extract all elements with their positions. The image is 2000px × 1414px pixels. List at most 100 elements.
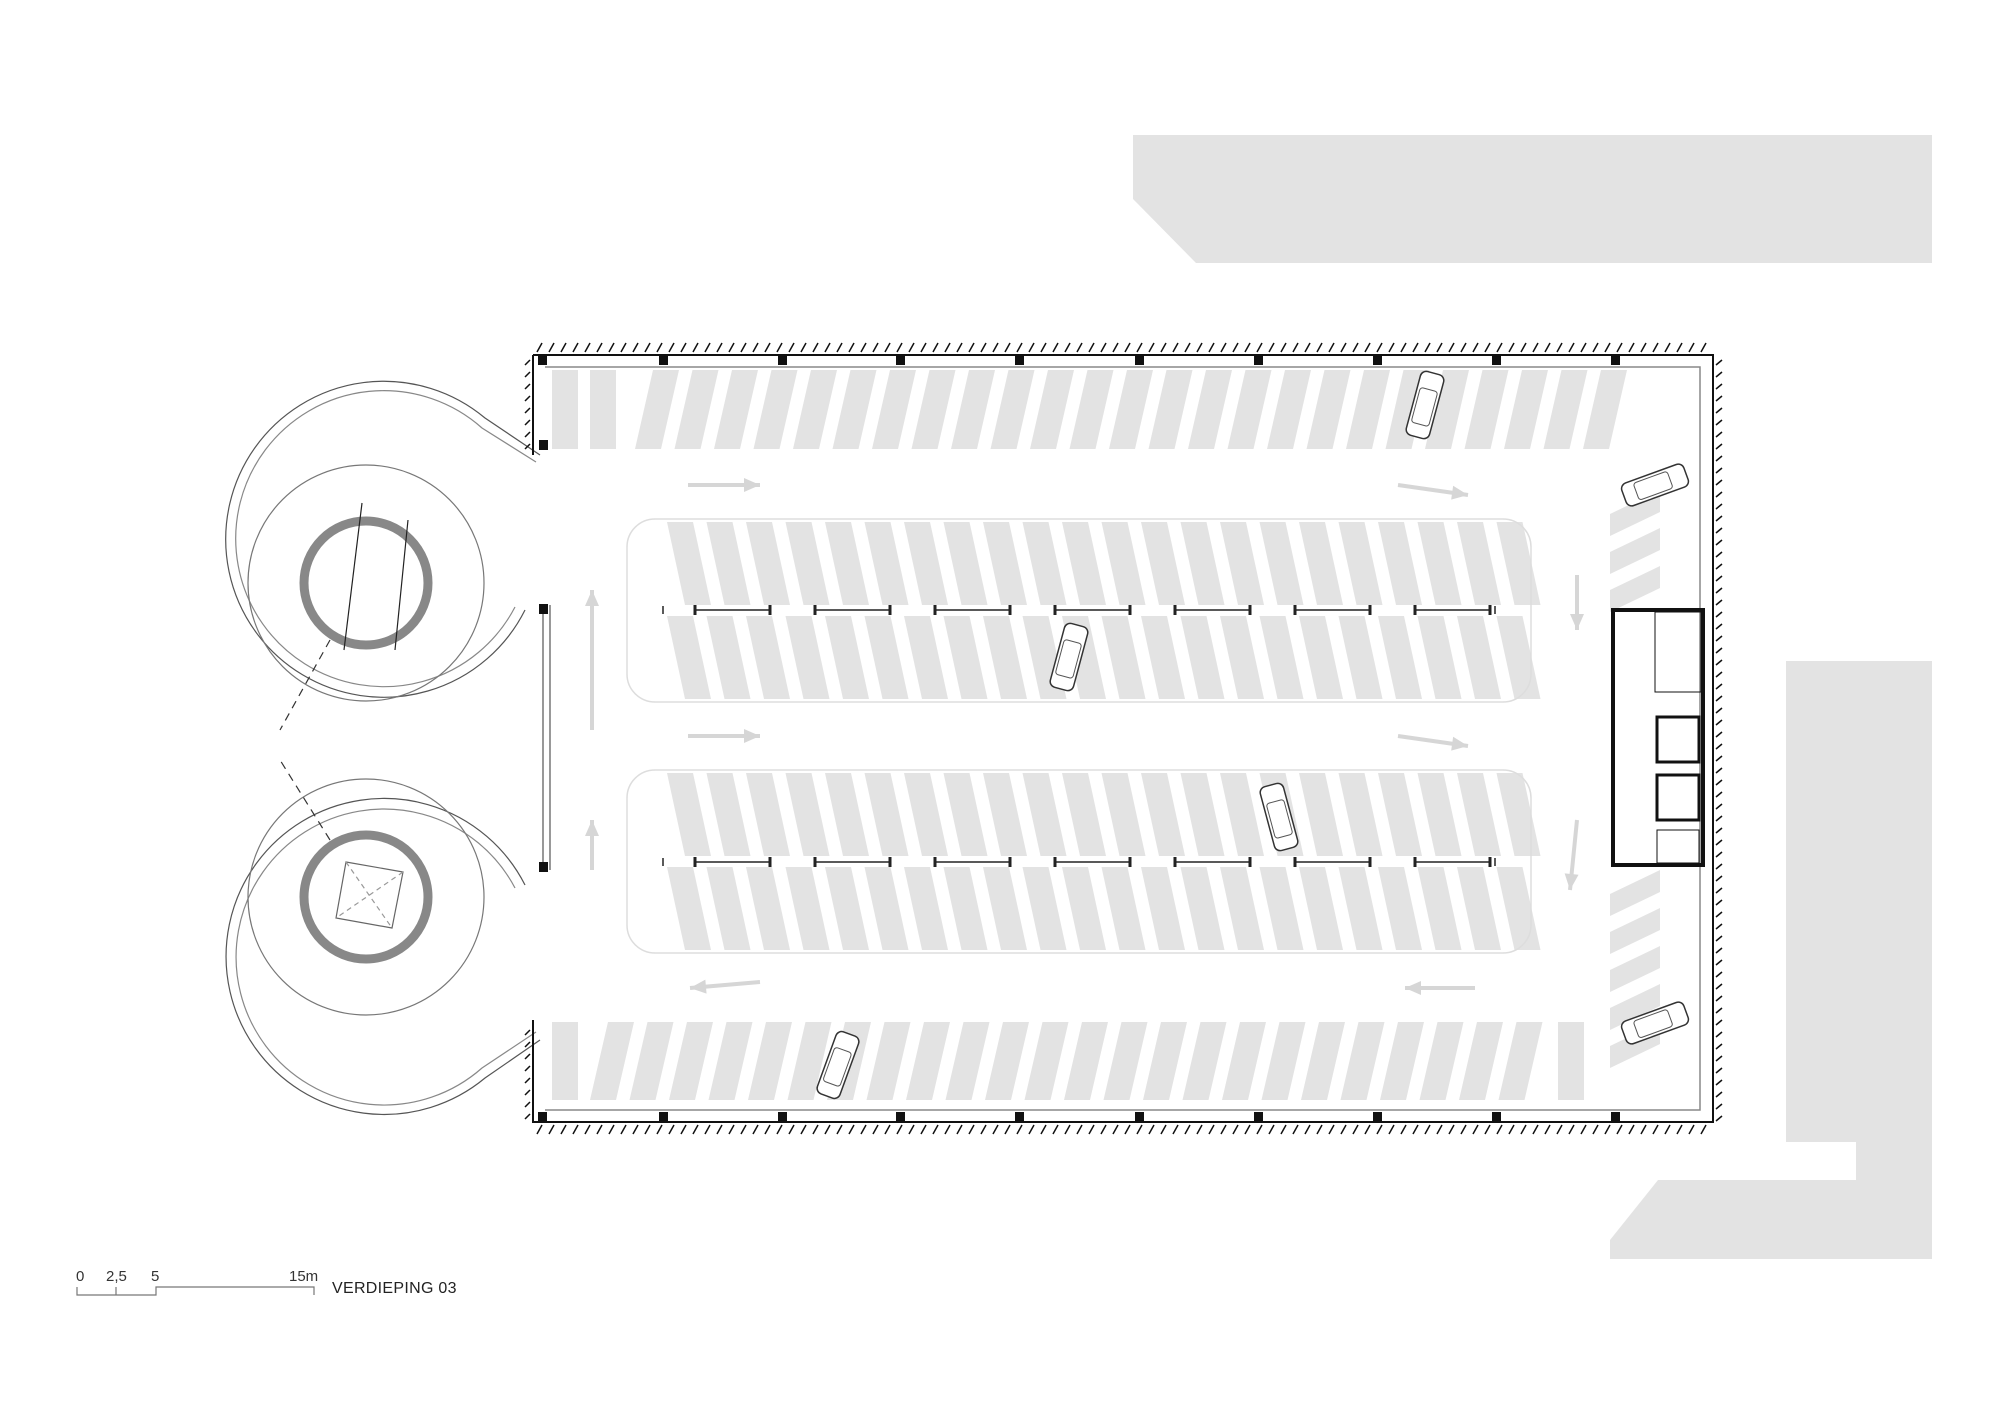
parking-stall: [1141, 773, 1185, 856]
wall-hatch: [1268, 342, 1275, 353]
parking-stall: [1610, 870, 1660, 916]
car-body: [1405, 370, 1445, 440]
wall-hatch: [1715, 419, 1723, 426]
wall-hatch: [956, 342, 963, 353]
parking-stall: [1425, 370, 1469, 449]
wall-hatch: [1556, 1124, 1563, 1135]
parking-stall: [825, 616, 869, 699]
column: [1015, 1112, 1024, 1121]
wall-hatch: [1544, 342, 1551, 353]
parking-stall: [1259, 522, 1304, 605]
parking-stall: [1062, 773, 1106, 856]
wall-hatch: [1076, 1124, 1083, 1135]
wall-hatch: [1715, 371, 1723, 378]
parking-stall: [904, 616, 948, 699]
wall-hatch: [1715, 731, 1723, 738]
wall-hatch: [632, 342, 639, 353]
core-stair: [1654, 611, 1702, 693]
column: [539, 440, 548, 450]
column: [538, 1112, 547, 1121]
wall-hatch: [1040, 342, 1047, 353]
wall-hatch: [1088, 1124, 1095, 1135]
arrowhead: [744, 729, 760, 743]
car: [1405, 370, 1445, 440]
wall-hatch: [1628, 1124, 1635, 1135]
parking-stall: [1182, 1022, 1227, 1100]
car-roof: [1633, 471, 1673, 500]
parking-stall: [635, 370, 679, 449]
wall-hatch: [1052, 1124, 1059, 1135]
wall-hatch: [824, 1124, 831, 1135]
parking-stall: [1457, 616, 1501, 699]
wall-hatch: [764, 1124, 771, 1135]
scale-bar-graphic: [76, 1286, 315, 1296]
wall-hatch: [1340, 1124, 1347, 1135]
skylight-diagonal: [345, 861, 393, 929]
wall-hatch: [1715, 899, 1723, 906]
wall-hatch: [1715, 743, 1723, 750]
wall-hatch: [656, 1124, 663, 1135]
parking-stall: [1148, 370, 1193, 449]
scale-label-2-5: 2,5: [106, 1268, 127, 1285]
wall-hatch: [1040, 1124, 1047, 1135]
parking-stall: [1101, 616, 1146, 699]
parking-stall: [1610, 908, 1660, 954]
wall-hatch: [524, 407, 531, 414]
parking-stall: [1496, 522, 1541, 605]
ramp-lower-inner: [235, 808, 537, 1106]
wall-hatch: [1715, 647, 1723, 654]
parking-stall: [1340, 1022, 1385, 1100]
car-body: [1049, 622, 1089, 692]
car-body: [816, 1030, 860, 1100]
column: [896, 356, 905, 365]
wall-hatch: [1136, 342, 1143, 353]
parking-stall: [746, 522, 790, 605]
wall-hatch: [992, 1124, 999, 1135]
wall-hatch: [1460, 1124, 1467, 1135]
wall-hatch: [1064, 342, 1071, 353]
wall-hatch: [1715, 959, 1723, 966]
wall-hatch: [620, 342, 627, 353]
parking-stall: [785, 522, 830, 605]
parking-stall: [1069, 370, 1114, 449]
ramp-upper-lane: [247, 464, 485, 702]
parking-stall: [1417, 867, 1462, 950]
parking-stall: [667, 616, 711, 699]
ramp-break-line: [279, 759, 331, 841]
parking-stall: [985, 1022, 1029, 1100]
wall-hatch: [584, 1124, 591, 1135]
neighbour-building-north: [1133, 135, 1932, 263]
parking-stall: [1141, 867, 1185, 950]
wall-hatch: [1715, 983, 1723, 990]
wall-hatch: [1244, 1124, 1251, 1135]
arrowhead: [585, 820, 599, 836]
wall-hatch: [944, 1124, 951, 1135]
wall-hatch: [1508, 342, 1515, 353]
parking-stall: [746, 773, 790, 856]
wall-hatch: [524, 359, 531, 366]
wall-hatch: [1700, 1124, 1707, 1135]
wall-hatch: [1364, 1124, 1371, 1135]
wall-hatch: [692, 1124, 699, 1135]
wall-hatch: [752, 1124, 759, 1135]
wall-hatch: [980, 1124, 987, 1135]
wall-hatch: [1196, 1124, 1203, 1135]
wall-hatch: [1400, 342, 1407, 353]
wall-hatch: [716, 342, 723, 353]
wall-hatch: [1715, 887, 1723, 894]
column: [1611, 1112, 1620, 1121]
ramp-break-line: [279, 639, 331, 731]
exterior-wall: [532, 354, 1714, 1123]
wall-hatch: [944, 342, 951, 353]
wall-hatch: [920, 1124, 927, 1135]
wall-hatch: [1715, 947, 1723, 954]
parking-stall: [1261, 1022, 1306, 1100]
column: [659, 1112, 668, 1121]
wall-hatch: [1328, 1124, 1335, 1135]
stair-line: [343, 502, 363, 651]
parking-stall: [1143, 1022, 1187, 1100]
spiral-ramps: [225, 380, 551, 1115]
skylight-diagonal: [335, 871, 404, 919]
wall-hatch: [1016, 1124, 1023, 1135]
wall-hatch: [1172, 342, 1179, 353]
